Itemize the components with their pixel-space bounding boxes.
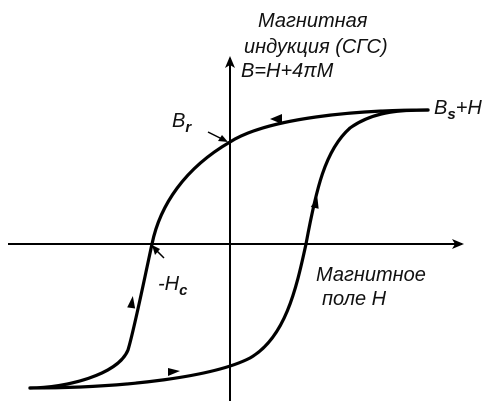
- coercivity-label-sub: c: [179, 282, 188, 299]
- saturation-label-sub: s: [447, 106, 455, 123]
- saturation-label-base: B: [434, 97, 447, 119]
- coercivity-label: -Hc: [158, 273, 188, 299]
- remanence-label: Br: [172, 110, 192, 136]
- arrow-top-left: [270, 114, 282, 124]
- ascending-branch: [28, 108, 430, 390]
- saturation-label: Bs+H: [434, 97, 482, 123]
- coercivity-leader-head: [152, 245, 160, 255]
- arrow-bottom-right: [168, 368, 180, 376]
- remanence-leader-head: [218, 135, 228, 142]
- x-axis-label-line2: поле H: [322, 288, 387, 310]
- descending-branch: [28, 108, 430, 390]
- y-axis-label-line1: Магнитная: [258, 10, 368, 32]
- saturation-label-suffix: +H: [456, 97, 483, 119]
- coercivity-label-prefix: -H: [158, 273, 180, 295]
- x-axis-label-line1: Магнитное: [316, 264, 426, 286]
- y-axis-label-line2: индукция (СГС): [244, 36, 388, 58]
- y-axis-label-line3: B=H+4πM: [241, 60, 334, 82]
- remanence-label-sub: r: [185, 119, 192, 136]
- arrow-left-down: [127, 296, 136, 309]
- arrow-right-up: [310, 196, 319, 209]
- remanence-label-base: B: [172, 110, 185, 132]
